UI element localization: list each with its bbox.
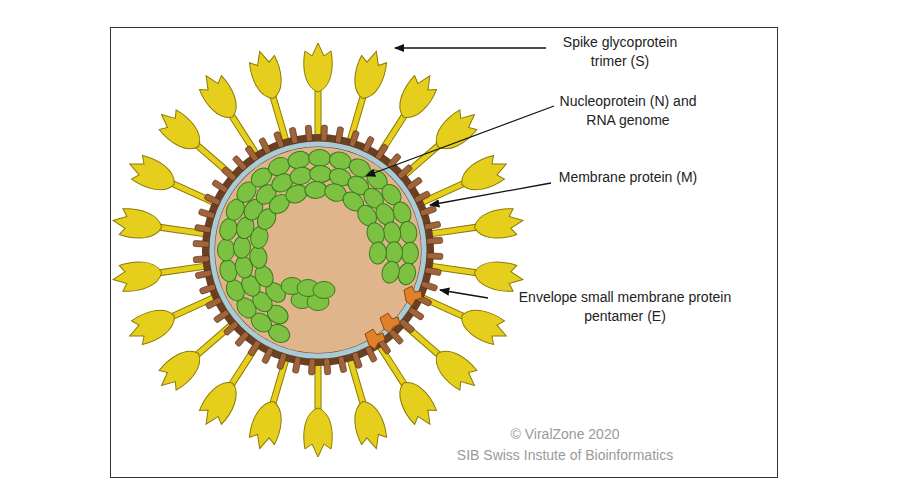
membrane-protein xyxy=(406,177,423,191)
spike-proteins xyxy=(111,43,525,457)
spike-trimer xyxy=(111,252,209,294)
part-label: Spike glycoprotein trimer (S) xyxy=(545,33,695,71)
part-label: Nucleoprotein (N) and RNA genome xyxy=(553,92,703,130)
membrane-protein xyxy=(247,340,261,357)
membrane-protein xyxy=(426,237,442,244)
membrane-protein xyxy=(424,221,441,230)
frame xyxy=(111,28,778,478)
membrane-protein xyxy=(198,209,215,220)
part-label: Envelope small membrane protein pentamer… xyxy=(490,288,760,326)
membrane-protein xyxy=(425,267,442,276)
spike-trimer xyxy=(414,284,512,349)
nucleoprotein xyxy=(379,259,402,285)
membrane-protein xyxy=(308,359,315,375)
credit-note: © ViralZone 2020 xyxy=(470,425,660,444)
membrane-protein xyxy=(195,224,212,233)
nucleoprotein xyxy=(401,242,419,265)
membrane-protein xyxy=(397,164,413,179)
spike-trimer xyxy=(414,151,512,216)
spike-trimer xyxy=(336,47,390,146)
membrane-protein xyxy=(387,153,402,169)
membrane-protein xyxy=(204,193,221,205)
credit-note: SIB Swiss Instute of Bioinformatics xyxy=(440,446,690,465)
membrane-protein xyxy=(195,270,212,279)
membrane-protein xyxy=(223,321,239,336)
membrane-protein xyxy=(349,130,360,147)
membrane-protein xyxy=(324,358,331,374)
membrane-protein xyxy=(414,191,431,204)
nucleoprotein xyxy=(313,282,335,299)
membrane-protein xyxy=(259,137,272,154)
nucleoprotein xyxy=(249,245,269,269)
envelope xyxy=(202,134,434,366)
membrane-protein xyxy=(352,352,363,369)
membrane-protein xyxy=(212,179,229,193)
membrane-protein xyxy=(277,353,288,370)
membrane-protein xyxy=(421,281,438,292)
nucleoprotein xyxy=(385,241,403,264)
membrane-protein xyxy=(408,307,425,321)
leader-lines xyxy=(366,48,554,298)
spike-trimer xyxy=(124,151,222,216)
membrane-protein xyxy=(193,256,209,263)
membrane-protein xyxy=(261,347,273,364)
membrane-protein xyxy=(292,357,301,374)
nucleoprotein xyxy=(218,239,235,261)
part-label: Membrane protein (M) xyxy=(558,168,698,187)
membrane-protein xyxy=(321,125,328,141)
membrane-protein xyxy=(235,331,250,347)
membrane-protein xyxy=(205,297,222,310)
spike-trimer xyxy=(246,353,300,452)
membrane-protein xyxy=(289,127,298,144)
membrane-protein xyxy=(338,356,347,373)
membrane-proteins xyxy=(193,125,443,375)
nucleoprotein xyxy=(233,236,251,259)
spike-trimer xyxy=(304,362,332,457)
membrane-protein xyxy=(335,127,344,144)
spike-trimer xyxy=(246,47,300,146)
spike-trimer xyxy=(124,284,222,349)
spike-trimer xyxy=(304,43,332,138)
membrane-protein xyxy=(213,309,230,323)
nucleoprotein xyxy=(218,217,240,242)
envelope-pentamers xyxy=(365,286,422,349)
nucleoprotein xyxy=(309,165,332,183)
spike-trimer xyxy=(427,252,525,294)
interior xyxy=(215,147,421,353)
membrane-protein xyxy=(221,167,237,182)
nucleoprotein-rna xyxy=(218,149,419,345)
nucleoprotein xyxy=(308,149,330,166)
membrane-protein xyxy=(399,319,415,334)
membrane-protein xyxy=(245,145,259,162)
nucleoprotein xyxy=(369,242,387,265)
spike-trimer xyxy=(427,206,525,248)
membrane-protein xyxy=(375,144,389,161)
membrane-protein xyxy=(420,205,437,216)
membrane-protein xyxy=(427,253,443,260)
spike-trimer xyxy=(111,206,209,248)
membrane-protein xyxy=(273,131,284,148)
membrane-protein xyxy=(362,136,374,153)
membrane-protein xyxy=(305,125,312,141)
membrane-protein xyxy=(232,155,247,171)
lipid-membrane xyxy=(212,144,424,356)
membrane-protein xyxy=(199,284,216,295)
membrane-protein xyxy=(193,240,209,247)
spike-trimer xyxy=(336,353,390,452)
nucleoprotein xyxy=(305,181,328,199)
